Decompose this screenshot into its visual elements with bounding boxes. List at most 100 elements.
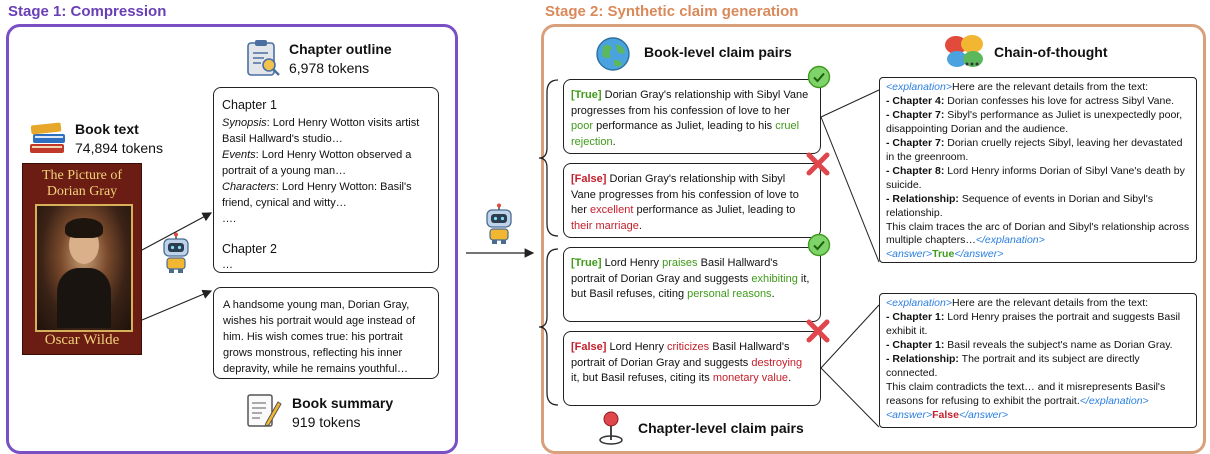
clipboard-search-icon [247, 40, 280, 76]
cot-connector [820, 304, 880, 369]
cot-intro: Here are the relevant details from the t… [951, 297, 1149, 309]
stage1-title: Stage 1: Compression [8, 3, 167, 20]
claim-highlight: praises [662, 257, 698, 269]
claim-highlight: poor [571, 120, 594, 133]
map-pin-icon [599, 411, 623, 445]
events-key: Events [222, 149, 256, 161]
chapter-outline-card: Chapter 1 Synopsis: Lord Henry Wotton vi… [213, 87, 439, 273]
answer-open-tag: <answer> [886, 408, 933, 421]
cot-detail: Dorian confesses his love for actress Si… [944, 94, 1175, 107]
book-summary-card: A handsome young man, Dorian Gray, wishe… [213, 287, 439, 379]
synopsis-key: Synopsis [222, 117, 267, 130]
chain-of-thought-card-1: <explanation>Here are the relevant detai… [879, 77, 1197, 263]
answer-open-tag: <answer> [886, 248, 933, 261]
cot-detail: Sibyl's performance as Juliet is unexpec… [886, 108, 1183, 135]
books-icon [30, 122, 65, 153]
cot-detail: The portrait and its subject are directl… [886, 352, 1140, 379]
chain-of-thought-label: Chain-of-thought [994, 44, 1108, 60]
cot-detail: Sequence of events in Dorian and Sibyl's… [886, 192, 1153, 219]
claim-highlight: personal reasons [687, 288, 772, 301]
book-cover: The Picture of Dorian Gray Oscar Wilde [22, 163, 142, 355]
book-summary-label: Book summary [292, 395, 394, 411]
speech-bubbles-icon [945, 35, 983, 67]
claim-text: it, but Basil refuses, citing [571, 272, 810, 301]
memo-pencil-icon [247, 394, 282, 427]
cot-connector [820, 116, 880, 263]
claim-text: Dorian Gray's relationship with Sibyl Va… [571, 89, 809, 117]
claim-text: . [612, 135, 616, 148]
claim-card-2: [False] Dorian Gray's relationship with … [563, 163, 821, 238]
answer-value: False [932, 408, 959, 421]
claim-text: Lord Henry [606, 341, 667, 353]
cot-detail: Basil reveals the subject's name as Dori… [944, 338, 1173, 351]
claim-text: . [788, 372, 792, 385]
claim-text: Basil Hallward's portrait of Dorian Gray… [571, 341, 790, 369]
check-icon [807, 65, 831, 89]
cot-key: - Relationship: [886, 352, 959, 365]
brace-chapter-level [538, 248, 559, 406]
brace-book-level [538, 79, 559, 237]
claim-highlight: excellent [589, 204, 634, 217]
claim-highlight: criticizes [667, 341, 710, 353]
answer-close-tag: </answer> [958, 408, 1009, 421]
claim-highlight: monetary value [712, 372, 789, 385]
arrow-to-outline [141, 212, 213, 251]
outline-ellipsis: …. [222, 212, 237, 225]
check-icon [807, 233, 831, 257]
claim-text: performance as Juliet, leading to [633, 204, 796, 217]
characters-text: : Lord Henry Wotton: Basil's friend, cyn… [222, 180, 412, 209]
portrait-image [35, 204, 133, 332]
chapter2-heading: Chapter 2 [222, 241, 277, 256]
claim-card-4: [False] Lord Henry criticizes Basil Hall… [563, 331, 821, 406]
cot-key: - Chapter 1: [886, 310, 945, 323]
claim-highlight: their marriage [571, 219, 639, 232]
cross-icon [806, 319, 830, 343]
cover-author: Oscar Wilde [44, 332, 120, 348]
book-level-claims-label: Book-level claim pairs [644, 44, 792, 60]
claim-tag: [False] [571, 173, 607, 185]
book-text-tokens: 74,894 tokens [75, 140, 163, 156]
explanation-close-tag: </explanation> [975, 234, 1045, 247]
claim-tag: [True] [571, 257, 602, 269]
claim-text: Dorian Gray's relationship with Sibyl Va… [571, 173, 799, 217]
cot-key: - Chapter 7: [886, 136, 945, 149]
cot-detail: Dorian cruelly rejects Sibyl, leaving he… [886, 136, 1183, 163]
stage2-title: Stage 2: Synthetic claim generation [545, 3, 799, 20]
claim-text: . [638, 219, 642, 232]
explanation-open-tag: <explanation> [886, 81, 952, 93]
cover-title-line2: Dorian Gray [46, 184, 118, 199]
claim-highlight: cruel rejection [571, 120, 800, 148]
chapter2-ellipsis: … [222, 258, 233, 271]
claim-highlight: destroying [751, 356, 803, 369]
claim-tag: [True] [571, 89, 602, 101]
claim-card-1: [True] Dorian Gray's relationship with S… [563, 79, 821, 154]
claim-highlight: exhibiting [751, 272, 798, 285]
cover-title-line1: The Picture of [41, 168, 123, 183]
claim-text: Lord Henry [601, 257, 663, 269]
claim-text: performance as Juliet, leading to his [593, 120, 776, 133]
chapter-level-claims-label: Chapter-level claim pairs [638, 420, 804, 436]
answer-close-tag: </answer> [954, 248, 1004, 261]
claim-tag: [False] [571, 341, 607, 353]
cot-connector [820, 89, 880, 118]
arrow-to-summary [141, 289, 213, 321]
cot-key: - Chapter 1: [886, 338, 945, 351]
answer-value: True [932, 248, 955, 261]
book-summary-tokens: 919 tokens [292, 414, 361, 430]
cot-intro: Here are the relevant details from the t… [951, 81, 1149, 93]
cross-icon [806, 152, 830, 176]
characters-key: Characters [222, 180, 276, 193]
cot-detail: Lord Henry informs Dorian of Sibyl Vane'… [886, 164, 1185, 191]
robot-icon [163, 232, 189, 273]
claim-text: Basil Hallward's portrait of Dorian Gray… [571, 257, 778, 285]
claim-text: . [771, 288, 775, 301]
chapter-outline-label: Chapter outline [289, 41, 392, 57]
claim-text: it, but Basil refuses, citing its [571, 372, 713, 385]
cot-conclusion: This claim traces the arc of Dorian and … [886, 220, 1190, 247]
cot-key: - Chapter 7: [886, 108, 945, 121]
explanation-close-tag: </explanation> [1079, 394, 1149, 407]
cot-key: - Chapter 4: [886, 94, 945, 107]
cot-detail: Lord Henry praises the portrait and sugg… [886, 310, 1181, 337]
globe-icon [596, 37, 630, 71]
